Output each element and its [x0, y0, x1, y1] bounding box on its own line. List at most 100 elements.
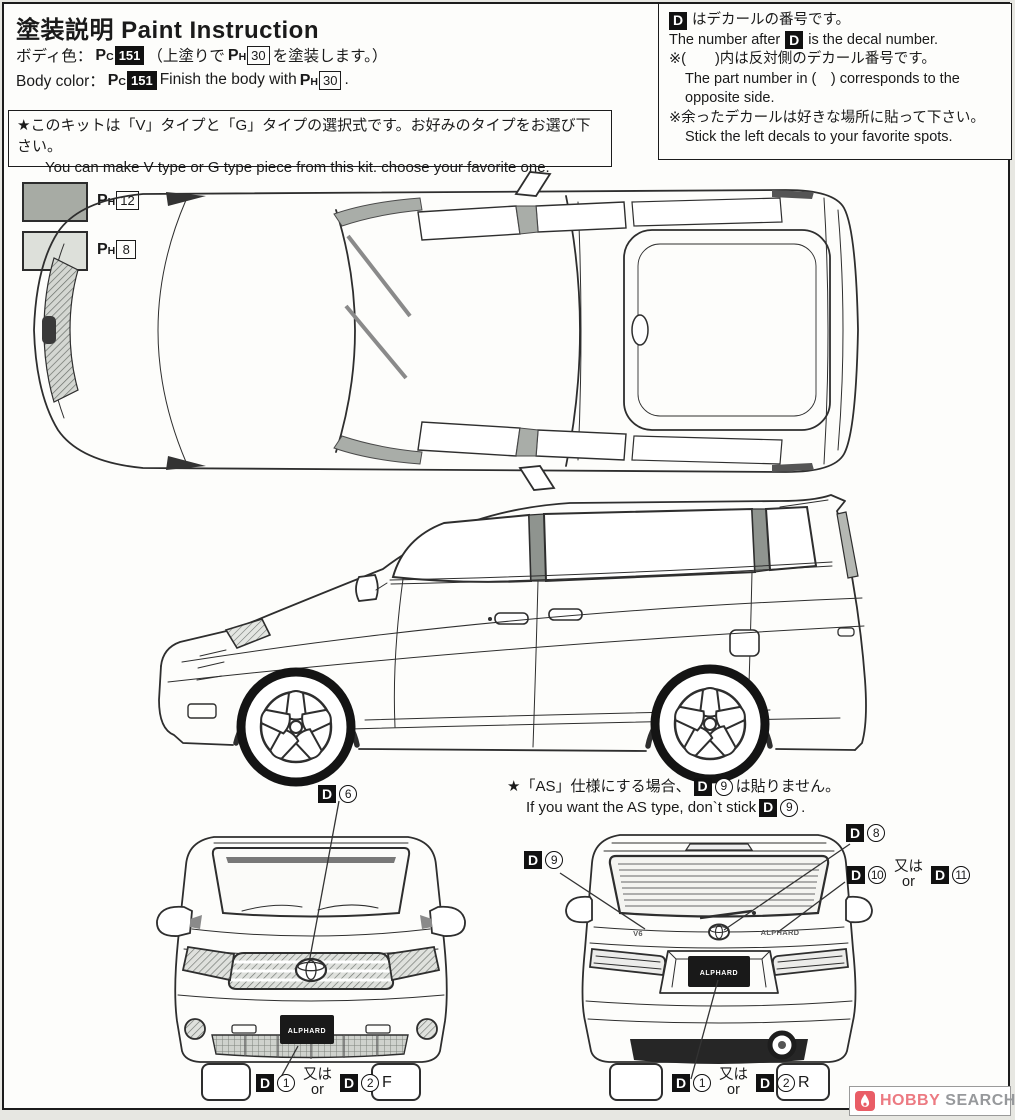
top-cowl-corner — [166, 192, 206, 206]
kit-note-en: You can make V type or G type piece from… — [45, 159, 550, 176]
top-roof-rail-end — [772, 463, 814, 472]
body-color-mid-jp: （上塗りで — [147, 48, 225, 65]
body-color-mid-en: Finish the body with — [159, 71, 297, 88]
or-label: 又は or — [303, 1067, 332, 1098]
decal-label-front-plate: D 1 又は or D 2 F — [256, 1068, 392, 1098]
top-front-grille — [43, 257, 79, 403]
side-rear-pillar — [836, 511, 859, 579]
rear-mirror-right — [845, 895, 873, 924]
kit-note-jp: ★このキットは「V」タイプと「G」タイプの選択式です。お好みのタイプをお選び下さ… — [17, 117, 591, 155]
decal-label-rear-plate: D 1 又は or D 2 R — [672, 1068, 810, 1098]
as-note-jp: ★「AS」仕様にする場合、 — [507, 778, 691, 795]
side-view-drawing — [158, 494, 867, 785]
decal-note-line2-jp: ※( )内は反対側のデカール番号です。 — [669, 51, 936, 67]
page-title: 塗装説明 Paint Instruction — [16, 17, 320, 44]
watermark-search: SEARCH — [945, 1092, 1015, 1109]
rear-view-drawing: V6 ALPHARD ALPHARD — [565, 834, 873, 1101]
decal-label-9: D 9 — [524, 851, 563, 869]
as-note-en: If you want the AS type, don`t stick — [526, 799, 757, 816]
front-headlight-right — [386, 945, 441, 982]
rear-taillight-left — [589, 948, 667, 976]
front-lower-grille — [211, 1034, 409, 1059]
top-wipers — [344, 234, 412, 380]
paint-swatch-ph12 — [22, 182, 88, 222]
top-side-window — [535, 429, 627, 461]
decal-d-badge: D — [693, 777, 712, 796]
circled-number-1: 1 — [277, 1074, 295, 1092]
top-b-pillar — [515, 205, 539, 235]
decal-d-badge: D — [669, 11, 687, 30]
top-front-emblem — [42, 316, 56, 344]
decal-note-box: D はデカールの番号です。 The number after D is the … — [658, 3, 1012, 160]
circled-number-2: 2 — [777, 1074, 795, 1092]
top-side-window — [417, 205, 521, 241]
or-label: 又は or — [719, 1067, 748, 1098]
side-front-wheel — [241, 672, 351, 782]
decal-d-badge: D — [256, 1074, 274, 1092]
side-front-window — [391, 513, 533, 583]
rear-mirror-left — [565, 895, 593, 924]
front-mirror-right — [429, 905, 466, 937]
top-roof-panel — [623, 229, 831, 431]
front-license-plate — [280, 1015, 334, 1044]
decal-d-badge: D — [672, 1074, 690, 1092]
decal-note-line2-en2: opposite side. — [685, 90, 775, 106]
front-visor-strip — [226, 857, 396, 863]
watermark-hobby: HOBBY — [880, 1092, 941, 1109]
top-a-pillar — [333, 197, 423, 227]
side-sliding-window — [542, 507, 757, 583]
body-color-label-jp: ボディ色： — [16, 48, 93, 65]
side-fuel-door — [729, 629, 760, 657]
front-view-drawing: ALPHARD — [156, 836, 466, 1101]
decal-d-badge: D — [524, 851, 542, 869]
rear-lower-valance — [630, 1039, 808, 1064]
body-color-end-en: . — [344, 71, 349, 88]
top-roof-rail-end — [772, 190, 814, 199]
or-label: 又は or — [894, 859, 923, 890]
decal-label-8: D 8 — [846, 824, 885, 842]
rear-body-outline — [581, 834, 857, 1063]
decal-d-badge: D — [340, 1074, 358, 1092]
circled-number-6: 6 — [339, 785, 357, 803]
decal-d-badge: D — [759, 798, 778, 817]
front-tire-left — [201, 1063, 251, 1101]
circled-number-2: 2 — [361, 1074, 379, 1092]
side-door-handle — [548, 608, 583, 621]
circled-number-10: 10 — [868, 866, 886, 884]
top-body-outline — [33, 189, 859, 473]
rear-license-plate — [688, 956, 750, 987]
side-rear-wheel — [655, 669, 765, 779]
decal-note-line3-jp: ※余ったデカールは好きな場所に貼って下さい。 — [669, 109, 985, 126]
rear-plate-recess — [659, 950, 779, 994]
rear-alphard-badge: ALPHARD — [761, 928, 800, 937]
circled-number-11: 11 — [952, 866, 970, 884]
rear-v6-badge: V6 — [633, 929, 643, 938]
circled-number-9: 9 — [780, 798, 799, 817]
top-side-window — [631, 197, 783, 227]
circled-number-1: 1 — [693, 1074, 711, 1092]
decal-note-text: はデカールの番号です。 — [692, 12, 851, 28]
rear-plate-text: ALPHARD — [700, 970, 738, 977]
top-side-window — [535, 201, 627, 233]
front-suffix: F — [382, 1074, 392, 1091]
hobby-search-logo-icon — [855, 1091, 875, 1111]
top-roof-front-seam — [565, 195, 581, 467]
rear-defroster-lines — [618, 863, 820, 907]
decal-d-badge: D — [756, 1074, 774, 1092]
decal-note-line1-jp: D はデカールの番号です。 — [669, 11, 1001, 31]
top-antenna — [631, 314, 649, 346]
kit-note-box: ★このキットは「V」タイプと「G」タイプの選択式です。お好みのタイプをお選び下さ… — [8, 110, 612, 176]
side-quarter-window — [764, 505, 818, 572]
body-color-label-en: Body color： — [16, 73, 105, 90]
side-headlight — [224, 618, 272, 649]
rear-stop-lamp — [684, 843, 754, 851]
side-fog-lamp — [187, 703, 217, 719]
top-a-pillar — [333, 435, 423, 465]
front-mirror-left — [156, 905, 193, 937]
rear-suffix: R — [798, 1074, 810, 1091]
